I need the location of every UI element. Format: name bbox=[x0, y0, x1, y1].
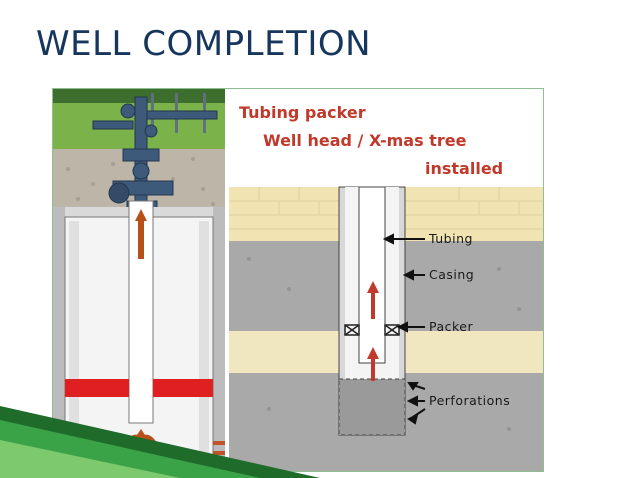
slide-corner-decoration bbox=[0, 406, 320, 478]
caption-line-3: installed bbox=[425, 159, 504, 178]
slide-title: WELL COMPLETION bbox=[36, 24, 372, 64]
completion-schematic: Tubing Casing Packer Perforations bbox=[229, 89, 543, 471]
label-casing: Casing bbox=[429, 267, 474, 282]
label-tubing: Tubing bbox=[428, 231, 473, 246]
well-completion-figure: Tubing Casing Packer Perforations Tubing… bbox=[52, 88, 544, 472]
caption-line-2: Well head / X-mas tree bbox=[263, 131, 467, 150]
caption-line-1: Tubing packer bbox=[239, 103, 366, 122]
label-perforations: Perforations bbox=[429, 393, 510, 408]
label-packer: Packer bbox=[429, 319, 473, 334]
wellhead-cutaway-illustration bbox=[53, 89, 225, 471]
